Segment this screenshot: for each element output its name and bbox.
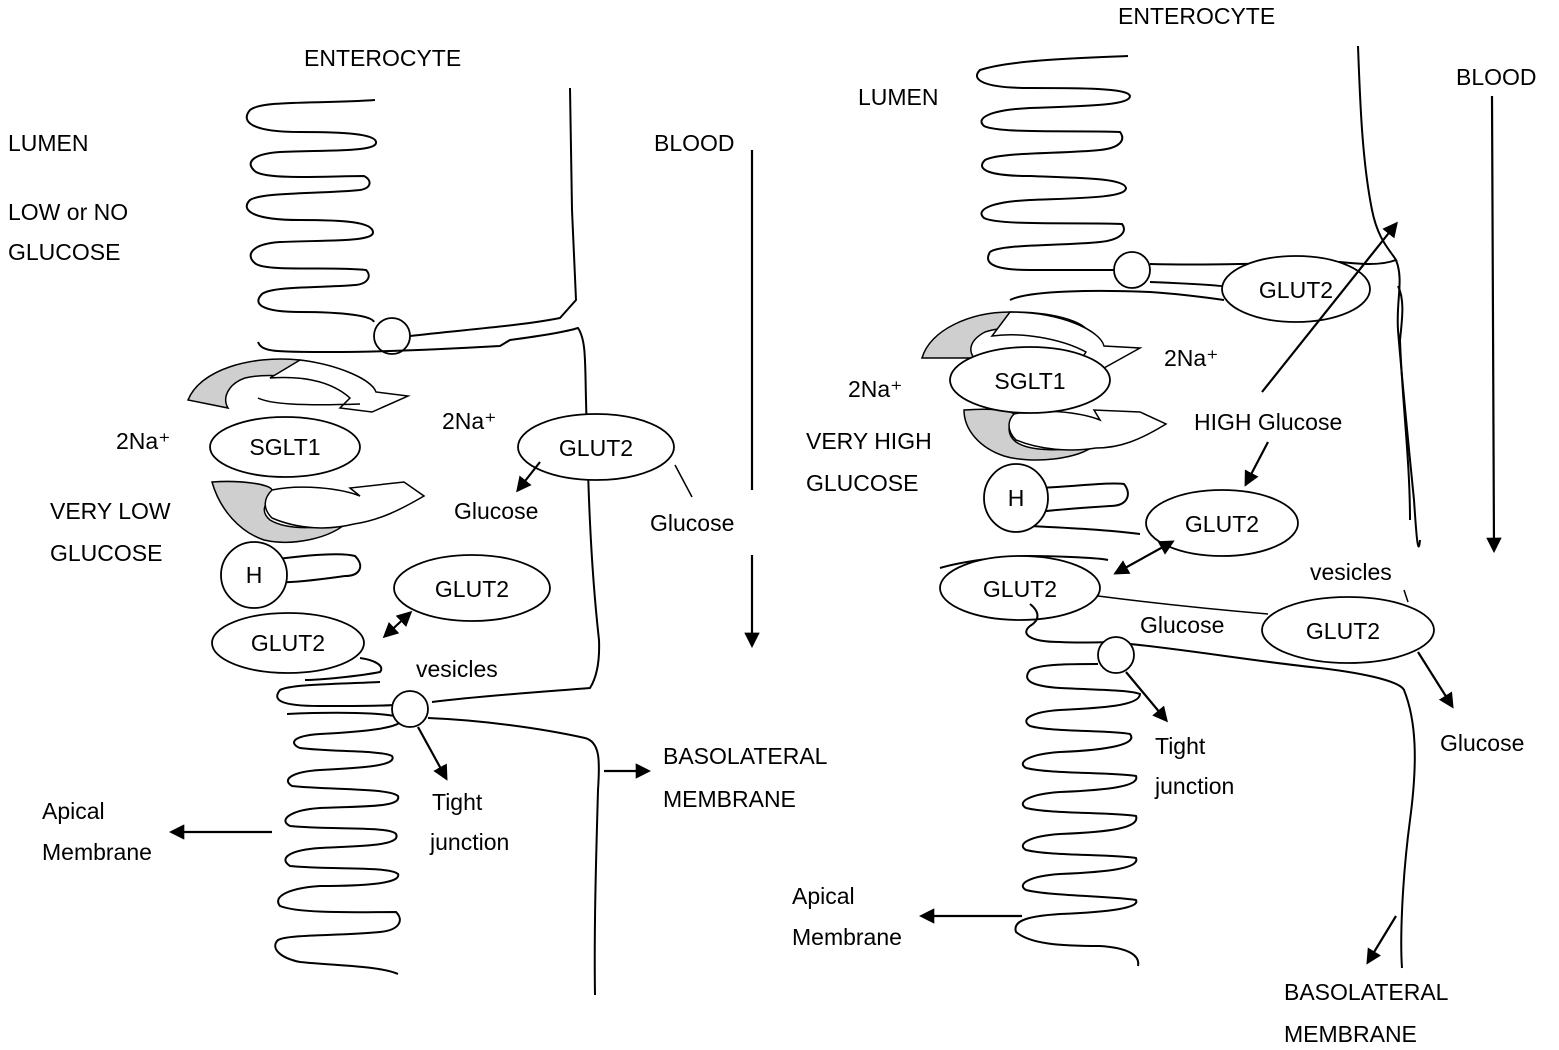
right-vesicle-pointer-line <box>1404 590 1408 602</box>
right-basolateral-line2: MEMBRANE <box>1284 1021 1417 1047</box>
right-tight-line2: junction <box>1154 773 1234 799</box>
left-vesicles-label: vesicles <box>416 656 498 682</box>
right-lumen-label: LUMEN <box>858 84 939 110</box>
right-blood-label: BLOOD <box>1456 64 1537 90</box>
left-glucose-blood-label: Glucose <box>650 510 734 536</box>
left-microvilli-upper <box>247 100 376 322</box>
left-apical-line1: Apical <box>42 798 105 824</box>
left-glut2-apical-label: GLUT2 <box>251 630 325 656</box>
right-h-complex: H <box>984 464 1140 534</box>
left-microvilli-lower <box>275 682 402 974</box>
right-tight-junction-top <box>1114 252 1150 288</box>
left-enterocyte-label: ENTEROCYTE <box>304 45 461 71</box>
right-high-glucose-label: HIGH Glucose <box>1194 409 1342 435</box>
right-glut2-basolateral-label: GLUT2 <box>1306 618 1380 644</box>
right-basolateral-pointer-arrow <box>1368 916 1396 962</box>
right-very-high-line2: GLUCOSE <box>806 470 918 496</box>
left-apical-line2: Membrane <box>42 839 152 865</box>
left-h-complex: H <box>221 542 360 608</box>
right-sglt1-label: SGLT1 <box>994 368 1065 394</box>
left-very-low-line1: VERY LOW <box>50 498 171 524</box>
right-na-cell-label: 2Na⁺ <box>1164 345 1218 371</box>
left-lumen-label: LUMEN <box>8 130 89 156</box>
right-very-high-line1: VERY HIGH <box>806 428 932 454</box>
right-tight-line1: Tight <box>1155 733 1206 759</box>
left-lumen-condition-line1: LOW or NO <box>8 199 128 225</box>
right-na-lumen-label: 2Na⁺ <box>848 376 902 402</box>
right-blood-flow-arrow <box>1492 96 1494 550</box>
left-basolateral-line2: MEMBRANE <box>663 786 796 812</box>
right-microvilli-upper <box>977 56 1130 270</box>
right-h-label: H <box>1008 485 1025 511</box>
left-glut2-to-glucose-arrow <box>518 462 540 490</box>
left-basolateral-line1: BASOLATERAL <box>663 743 828 769</box>
left-vesicle-exchange-arrow <box>385 613 410 636</box>
right-panel: SGLT1 H GLUT2 GLUT2 GLUT2 GLUT2 <box>792 3 1537 1047</box>
right-apical-line2: Membrane <box>792 924 902 950</box>
right-glucose-mid-label: Glucose <box>1140 612 1224 638</box>
right-vesicle-exchange-arrow <box>1116 542 1172 573</box>
right-glut2-vesicle-label: GLUT2 <box>1185 511 1259 537</box>
left-tight-junction-top <box>374 318 410 354</box>
left-glucose-small-label: Glucose <box>454 498 538 524</box>
left-sglt1-label: SGLT1 <box>249 434 320 460</box>
right-high-glucose-to-glut2-arrow <box>1246 442 1268 484</box>
right-glut2-apical: GLUT2 <box>940 556 1108 620</box>
left-tight-junction-arrow <box>418 727 446 778</box>
right-apical-line1: Apical <box>792 883 855 909</box>
left-glut2-apical: GLUT2 <box>212 613 381 680</box>
right-enterocyte-label: ENTEROCYTE <box>1118 3 1275 29</box>
left-glucose-pointer-line <box>675 465 692 497</box>
left-tight-line1: Tight <box>432 789 483 815</box>
left-na-cell-label: 2Na⁺ <box>442 408 496 434</box>
right-glut2-top-label: GLUT2 <box>1259 277 1333 303</box>
left-tight-line2: junction <box>429 829 509 855</box>
left-h-label: H <box>246 562 263 588</box>
right-tight-junction-arrow <box>1126 672 1166 720</box>
right-basolateral-line1: BASOLATERAL <box>1284 979 1449 1005</box>
right-glucose-out-label: Glucose <box>1440 730 1524 756</box>
left-very-low-line2: GLUCOSE <box>50 540 162 566</box>
right-glut2-apical-label: GLUT2 <box>983 576 1057 602</box>
right-tight-junction-bottom <box>1098 637 1134 673</box>
left-lumen-condition-line2: GLUCOSE <box>8 239 120 265</box>
left-na-lumen-label: 2Na⁺ <box>116 428 170 454</box>
left-tight-junction-bottom <box>392 691 428 727</box>
left-glut2-vesicle-label: GLUT2 <box>435 576 509 602</box>
left-basolateral-membrane-lower <box>428 718 599 995</box>
right-vesicles-label: vesicles <box>1310 559 1392 585</box>
left-panel: SGLT1 H GLUT2 GLUT2 GLUT2 <box>8 45 828 995</box>
right-glut2-to-glucose-arrow <box>1418 652 1452 706</box>
left-glut2-basolateral-label: GLUT2 <box>559 435 633 461</box>
left-blood-label: BLOOD <box>654 130 735 156</box>
